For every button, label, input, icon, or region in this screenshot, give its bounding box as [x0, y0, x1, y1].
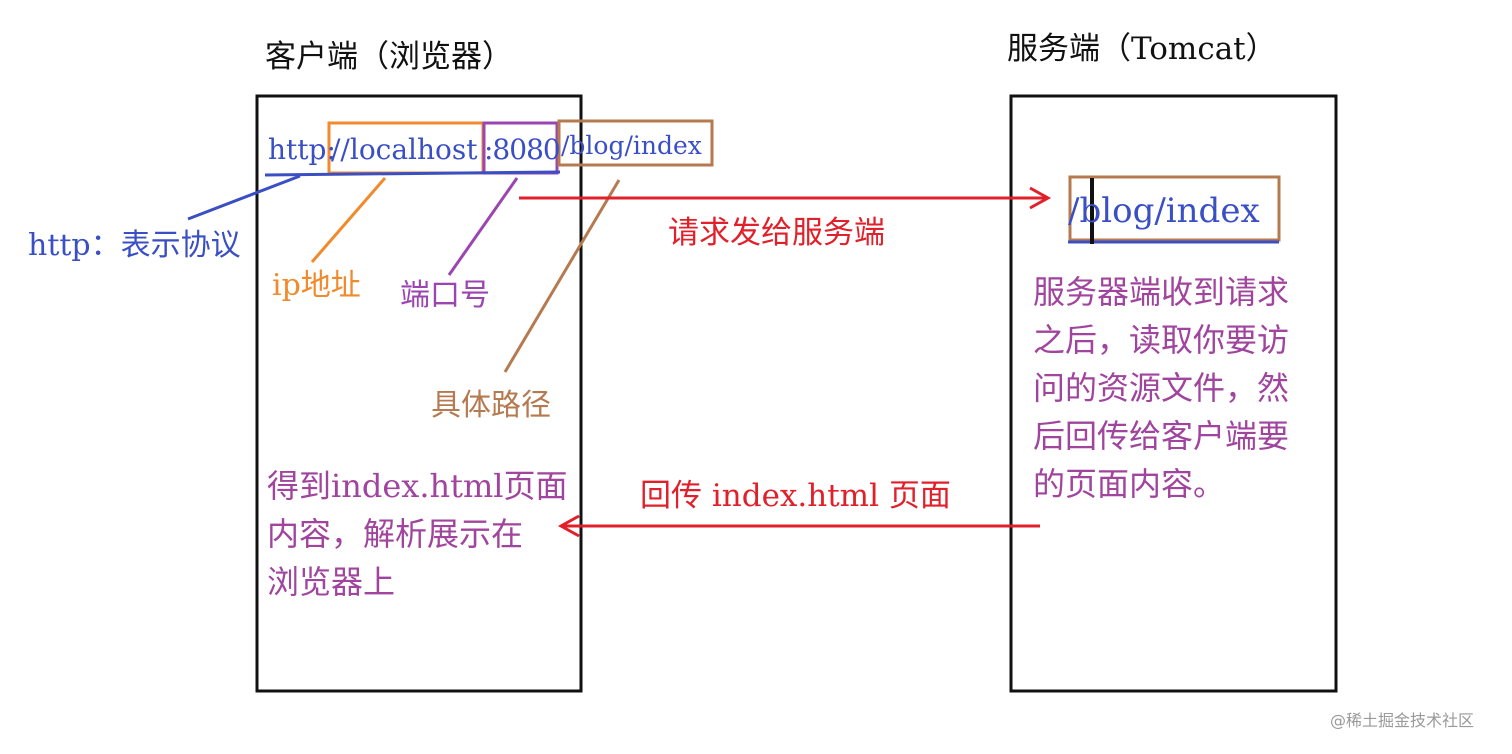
protocol-pointer	[187, 174, 301, 221]
server-box	[1009, 94, 1338, 693]
path-pointer	[503, 179, 621, 373]
watermark: @稀土掘金技术社区	[1330, 711, 1475, 730]
url-host: //localhost	[331, 133, 478, 166]
server-path-highlight	[1068, 175, 1281, 242]
server-title: 服务端（Tomcat）	[1007, 31, 1277, 67]
ip-label: ip地址	[272, 268, 361, 303]
port-label: 端口号	[400, 278, 490, 313]
url-port: :8080	[484, 133, 561, 166]
client-result-text: 得到index.html页面 内容，解析展示在 浏览器上	[267, 467, 568, 601]
path-highlight	[557, 119, 714, 167]
url-protocol: http:	[268, 133, 336, 166]
url-underline	[264, 170, 561, 177]
server-description: 服务器端收到请求 之后，读取你要访 问的资源文件，然 后回传给客户端要 的页面内…	[1033, 273, 1290, 503]
url-path: /blog/index	[561, 131, 702, 160]
client-box	[255, 94, 583, 693]
ip-pointer	[310, 177, 387, 263]
response-label: 回传 index.html 页面	[640, 478, 951, 514]
path-label: 具体路径	[431, 388, 551, 423]
port-pointer	[447, 177, 519, 276]
server-path-text: /blog/index	[1068, 191, 1260, 231]
client-title: 客户端（浏览器）	[265, 39, 513, 75]
protocol-label: http：表示协议	[28, 228, 241, 263]
request-label: 请求发给服务端	[668, 215, 885, 251]
